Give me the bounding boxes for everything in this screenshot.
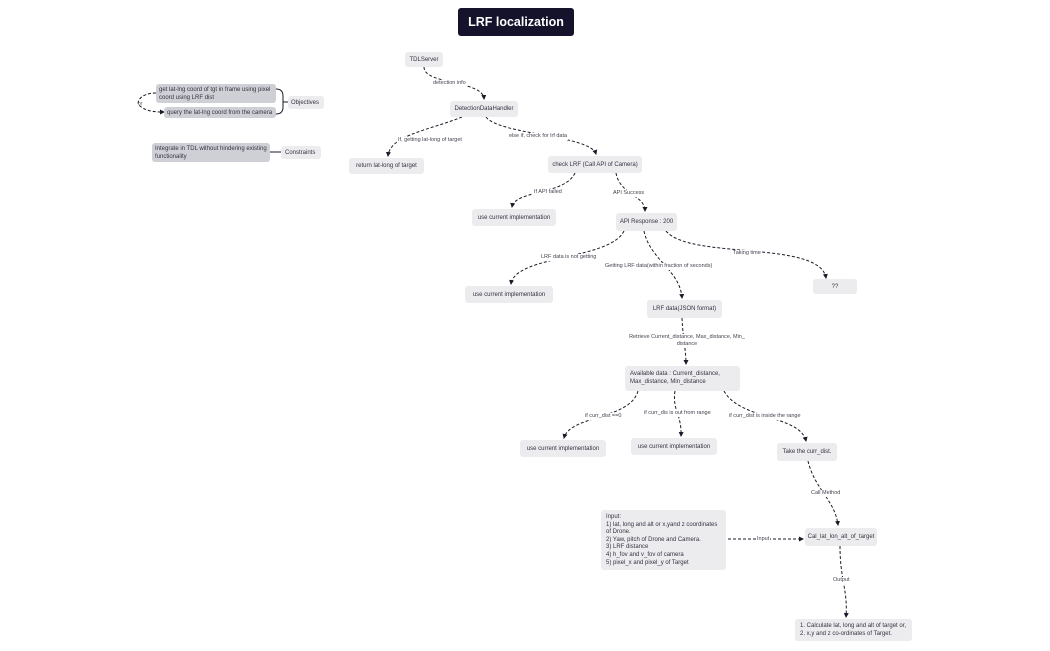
constraint-item: Integrate in TDL without hindering exist… [152, 143, 270, 162]
input-title: Input: [606, 514, 622, 520]
input-line-2: 2) Yaw, pitch of Drone and Camera. [606, 536, 701, 543]
input-line-5: 5) pixel_x and pixel_y of Target [606, 559, 689, 566]
edge-label-else-check-lrf: else if, check for lrf data [508, 133, 569, 140]
objective-item-2: query the lat-lng coord from the camera [164, 107, 276, 118]
edge-label-output: Output [832, 577, 851, 584]
node-use-current-4: use current implementation [631, 438, 717, 455]
output-line-2: 2. x,y and z co-ordinates of Target. [800, 630, 892, 637]
or-connector [137, 92, 165, 115]
node-use-current-3: use current implementation [520, 440, 606, 457]
node-return-target: return lat-long of target [349, 158, 424, 174]
node-calc-method: Cal_lat_lon_alt_of_target [805, 528, 877, 546]
edge-label-if-inside-range: if curr_dist is inside the range [728, 413, 802, 420]
constraints-label: Constraints [281, 146, 321, 159]
edge-label-if-out-of-range: if curr_dis is out from range [643, 410, 712, 417]
node-output-list: 1. Calculate lat, long and alt of target… [795, 619, 912, 641]
node-check-lrf: check LRF (Call API of Camera) [548, 156, 642, 173]
edge-handler-to-return [385, 116, 463, 157]
input-line-1: 1) lat, long and alt or x,yand z coordin… [606, 521, 718, 536]
node-tdl-server: TDLServer [405, 52, 443, 67]
edge-label-lrf-not-getting: LRF data is not getting [540, 254, 598, 261]
edge-label-detection-info: detection info [432, 80, 467, 87]
edge-label-api-success: API Success [612, 190, 646, 197]
diagram-title: LRF localization [458, 8, 574, 36]
or-label: or [138, 101, 143, 107]
objectives-bracket [275, 88, 284, 115]
edge-label-retrieve: Retrieve Current_distance, Max_distance,… [626, 334, 748, 347]
edge-label-getting-lrf: Getting LRF data(within fraction of seco… [604, 263, 714, 270]
input-line-4: 4) h_fov and v_fov of camera [606, 551, 684, 558]
objective-item-1: get lat-lng coord of tgt in frame using … [156, 84, 276, 103]
node-detection-handler: DetectionDataHandler [450, 101, 518, 117]
input-line-3: 3) LRF distance [606, 544, 649, 551]
edge-label-call-method: Call Method [810, 490, 842, 497]
node-api-response: API Response : 200 [616, 213, 677, 231]
edge-label-if-curr-dist-0: if curr_dist ==0 [584, 413, 623, 420]
edge-label-input: Input [756, 536, 771, 543]
output-line-1: 1. Calculate lat, long and alt of target… [800, 623, 907, 629]
node-available-data: Available data : Current_distance, Max_d… [625, 366, 740, 391]
edge-label-if-getting-latlong: If, getting lat-long of target [397, 137, 463, 144]
node-take-curr-dist: Take the curr_dist. [777, 443, 837, 461]
node-lrf-data: LRF data(JSON format) [647, 300, 722, 318]
node-input-list: Input: 1) lat, long and alt or x,yand z … [601, 510, 726, 570]
objectives-label: Objectives [288, 96, 324, 109]
edge-label-if-api-failed: If API failed [533, 189, 563, 196]
node-unknown: ?? [813, 279, 857, 294]
node-use-current-1: use current implementation [472, 209, 556, 226]
edge-label-taking-time: Taking time [732, 250, 762, 257]
node-use-current-2: use current implementation [465, 286, 553, 303]
